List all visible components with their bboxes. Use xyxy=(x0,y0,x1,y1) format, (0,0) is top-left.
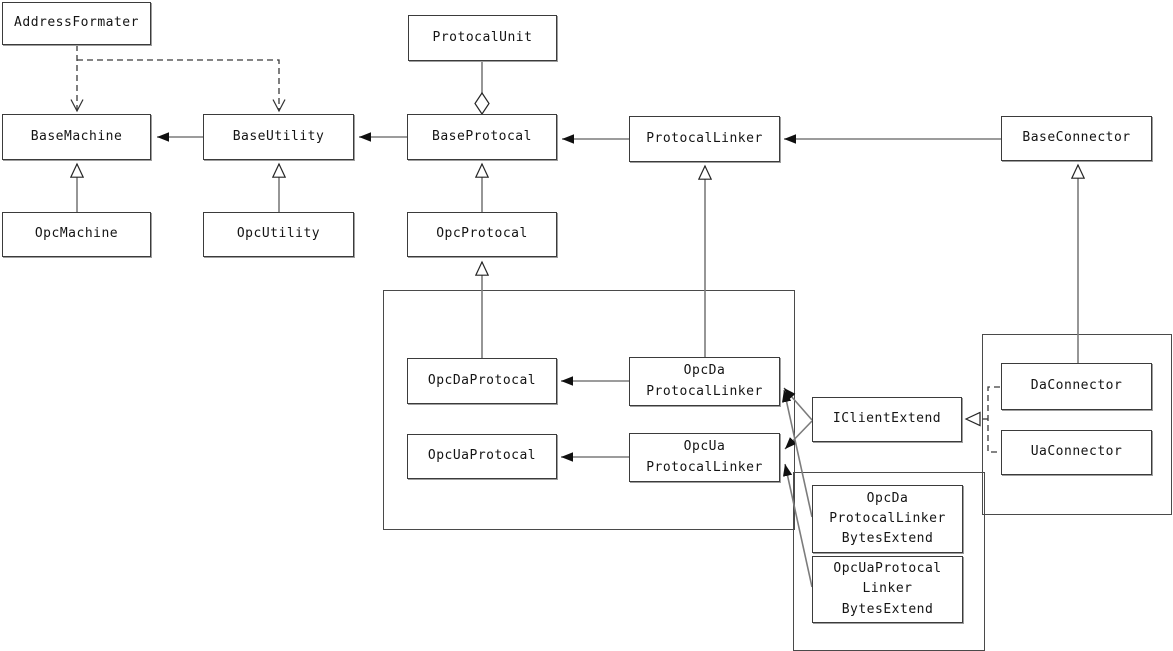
node-opc-ua-protocal-linker-bytes-extend: OpcUaProtocal Linker BytesExtend xyxy=(812,556,963,623)
node-protocal-unit: ProtocalUnit xyxy=(408,15,557,61)
node-label-line: ProtocalLinker xyxy=(646,459,763,475)
node-iclient-extend: IClientExtend xyxy=(812,397,962,442)
node-label-line: OpcDa xyxy=(683,363,726,379)
node-label: OpcUaProtocal xyxy=(427,448,537,464)
edge-addressformater-baseutility xyxy=(77,59,279,111)
node-label: IClientExtend xyxy=(832,411,942,427)
dependency-edges xyxy=(77,45,279,111)
node-label: BaseUtility xyxy=(232,128,325,144)
node-label-line: ProtocalLinker xyxy=(646,383,763,399)
node-label: BaseConnector xyxy=(1022,130,1131,146)
node-opc-da-protocal-linker: OpcDa ProtocalLinker xyxy=(629,357,780,406)
node-base-protocal: BaseProtocal xyxy=(407,114,557,160)
node-base-machine: BaseMachine xyxy=(2,114,151,160)
node-label-line: BytesExtend xyxy=(841,601,934,617)
node-label: AddressFormater xyxy=(14,15,139,31)
node-label: OpcMachine xyxy=(34,226,119,242)
node-label-line: ProtocalLinker xyxy=(829,510,946,526)
node-opc-utility: OpcUtility xyxy=(203,212,354,257)
aggregation-diamond-icon xyxy=(474,91,490,116)
node-opc-ua-protocal-linker: OpcUa ProtocalLinker xyxy=(629,433,780,482)
node-label-line: OpcUaProtocal xyxy=(833,561,942,577)
node-opc-da-protocal-linker-bytes-extend: OpcDa ProtocalLinker BytesExtend xyxy=(812,485,963,553)
node-label: OpcDaProtocal xyxy=(427,372,537,388)
node-label-line: OpcUa xyxy=(683,439,726,455)
node-opc-ua-protocal: OpcUaProtocal xyxy=(407,434,557,479)
node-label-line: BytesExtend xyxy=(841,531,934,547)
node-da-connector: DaConnector xyxy=(1001,363,1152,410)
node-base-connector: BaseConnector xyxy=(1001,116,1152,161)
node-label: DaConnector xyxy=(1030,378,1123,394)
node-opc-da-protocal: OpcDaProtocal xyxy=(407,358,557,404)
node-label: OpcUtility xyxy=(236,226,321,242)
node-label: UaConnector xyxy=(1030,444,1123,460)
node-label: BaseMachine xyxy=(30,128,123,144)
node-label-line: OpcDa xyxy=(866,490,909,506)
node-opc-machine: OpcMachine xyxy=(2,212,151,257)
node-label-line: Linker xyxy=(862,581,913,597)
node-protocal-linker: ProtocalLinker xyxy=(629,116,780,162)
aggregation-edge xyxy=(474,62,490,116)
node-base-utility: BaseUtility xyxy=(203,114,354,160)
node-label: ProtocalLinker xyxy=(646,130,763,146)
group-rect-opc-protocal-linkers xyxy=(383,290,795,530)
node-opc-protocal: OpcProtocal xyxy=(407,212,557,257)
realization-triangle-icon xyxy=(964,411,981,427)
group-rect-connectors xyxy=(982,334,1172,515)
node-address-formater: AddressFormater xyxy=(2,2,151,45)
node-label: OpcProtocal xyxy=(436,226,528,242)
node-label: BaseProtocal xyxy=(432,128,532,144)
node-label: ProtocalUnit xyxy=(432,29,533,45)
node-ua-connector: UaConnector xyxy=(1001,430,1152,475)
